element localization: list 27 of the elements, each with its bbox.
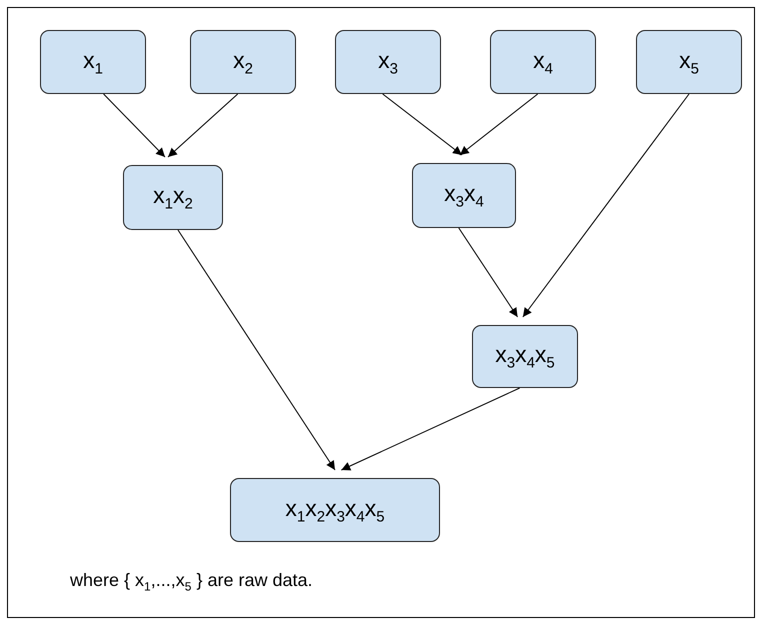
node-label: x$_{4}$ xyxy=(533,46,553,78)
node-label: x$_{1}$ xyxy=(83,46,103,78)
process-box xyxy=(230,478,440,542)
process-box xyxy=(490,30,596,94)
process-box xyxy=(636,30,742,94)
process-box xyxy=(335,30,441,94)
arrow xyxy=(382,94,462,156)
node-label: x$_{3}$ xyxy=(378,46,398,78)
process-box xyxy=(40,30,146,94)
node-label: x$_{1}$x$_{2}$ xyxy=(153,182,193,213)
caption-note: where { x$_{1}$,...,x$_{5}$ } are raw data. xyxy=(70,570,313,594)
arrow xyxy=(459,94,538,156)
process-box xyxy=(472,325,578,388)
node-label: x$_{1}$x$_{2}$x$_{3}$x$_{4}$x$_{5}$ xyxy=(285,494,385,526)
process-box xyxy=(190,30,296,94)
node-label: x$_{3}$x$_{4}$x$_{5}$ xyxy=(495,341,555,372)
node-label: x$_{3}$x$_{4}$ xyxy=(444,180,484,211)
arrow xyxy=(178,230,336,470)
process-box xyxy=(123,165,223,230)
arrow xyxy=(103,94,166,158)
process-box xyxy=(412,163,516,228)
arrow xyxy=(458,228,518,318)
arrow xyxy=(522,94,690,318)
arrow xyxy=(168,94,238,158)
arrow xyxy=(340,388,520,470)
node-label: x$_{2}$ xyxy=(233,46,253,78)
node-label: x$_{5}$ xyxy=(679,46,699,78)
